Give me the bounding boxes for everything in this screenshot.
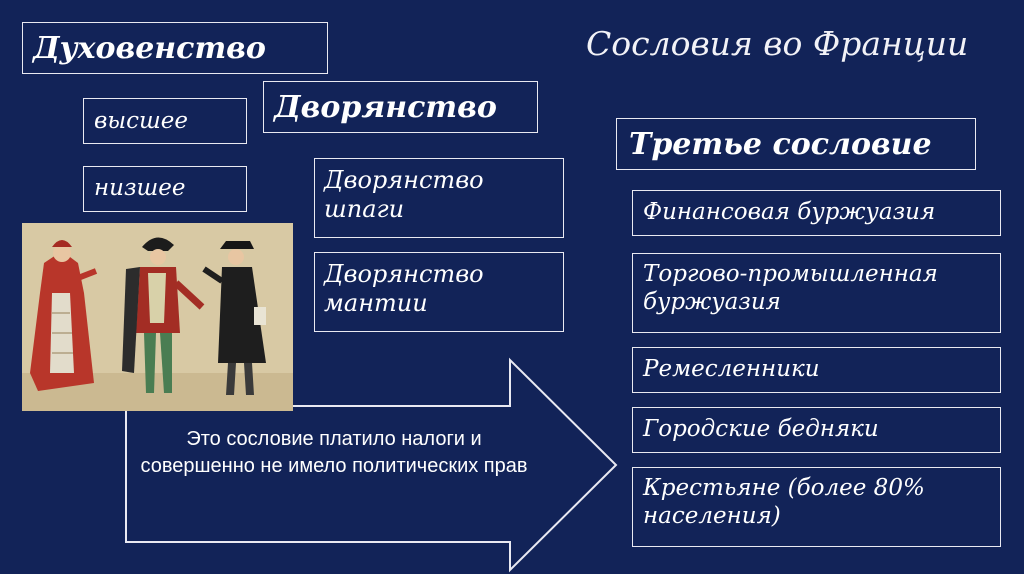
group-label: Крестьяне (более 80% населения)	[643, 475, 925, 529]
group-label: Торгово-промышленная буржуазия	[643, 261, 938, 315]
estates-illustration	[22, 223, 293, 411]
third-estate-label: Третье сословие	[629, 127, 932, 162]
group-financial-box: Финансовая буржуазия	[632, 190, 1001, 236]
third-estate-box: Третье сословие	[616, 118, 976, 170]
cardinal-figure	[30, 240, 98, 391]
commoner-figure	[202, 241, 266, 395]
group-peasants-box: Крестьяне (более 80% населения)	[632, 467, 1001, 547]
group-commercial-box: Торгово-промышленная буржуазия	[632, 253, 1001, 333]
clergy-box: Духовенство	[22, 22, 328, 74]
nobility-sword-box: Дворянство шпаги	[314, 158, 564, 238]
nobility-sword-label: Дворянство шпаги	[324, 166, 484, 223]
noble-figure	[122, 237, 205, 393]
clergy-label: Духовенство	[33, 31, 266, 66]
clergy-lower-box: низшее	[83, 166, 247, 212]
clergy-lower-label: низшее	[94, 175, 186, 201]
clergy-higher-label: высшее	[94, 108, 189, 134]
clergy-higher-box: высшее	[83, 98, 247, 144]
group-label: Городские бедняки	[643, 416, 879, 442]
group-label: Ремесленники	[643, 356, 820, 382]
nobility-robe-label: Дворянство мантии	[324, 260, 484, 317]
slide-title: Сословия во Франции	[586, 24, 969, 63]
nobility-box: Дворянство	[263, 81, 538, 133]
nobility-label: Дворянство	[274, 90, 497, 125]
group-artisans-box: Ремесленники	[632, 347, 1001, 393]
arrow-caption: Это сословие платило налоги и совершенно…	[140, 428, 528, 477]
nobility-robe-box: Дворянство мантии	[314, 252, 564, 332]
group-urban-poor-box: Городские бедняки	[632, 407, 1001, 453]
group-label: Финансовая буржуазия	[643, 199, 936, 225]
